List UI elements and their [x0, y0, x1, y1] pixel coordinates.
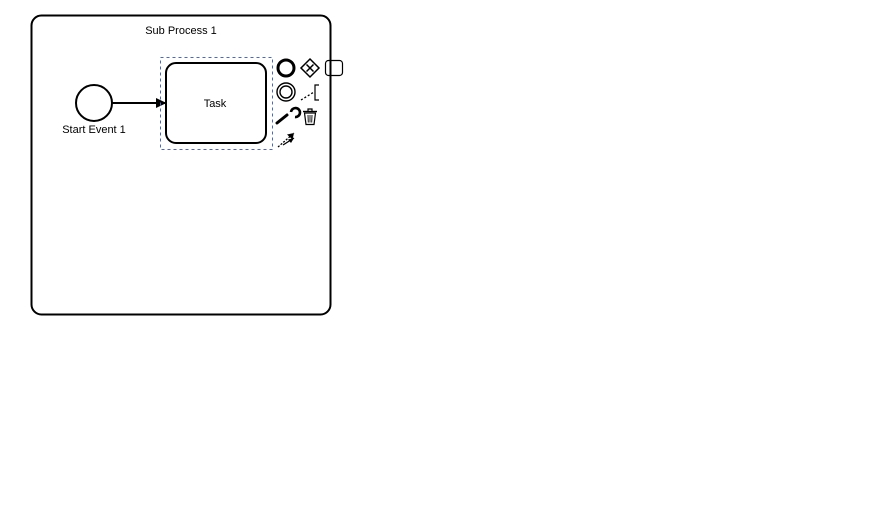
trash-icon: [303, 108, 317, 126]
task-shape[interactable]: [165, 62, 267, 144]
append-end-event-button[interactable]: [276, 58, 296, 78]
wrench-icon: [275, 106, 302, 125]
intermediate-event-icon: [276, 82, 296, 102]
start-event[interactable]: Start Event 1: [62, 84, 126, 136]
text-annotation-icon: [300, 84, 319, 101]
task-icon: [324, 59, 344, 77]
connect-icon: [277, 132, 295, 148]
connect-button[interactable]: [276, 130, 296, 150]
start-event-label: Start Event 1: [62, 124, 126, 136]
task[interactable]: Task: [165, 62, 267, 144]
end-event-icon: [276, 58, 296, 78]
append-intermediate-event-button[interactable]: [276, 82, 296, 102]
task-selection-outline: [160, 57, 273, 150]
append-text-annotation-button[interactable]: [300, 82, 320, 102]
gateway-icon: [299, 57, 321, 79]
append-task-button[interactable]: [323, 58, 345, 78]
subprocess-label: Sub Process 1: [145, 25, 217, 37]
append-gateway-button[interactable]: [299, 57, 321, 79]
task-label: Task: [204, 98, 227, 110]
context-pad: [275, 57, 345, 150]
start-event-shape[interactable]: [75, 84, 113, 122]
delete-button[interactable]: [300, 106, 320, 126]
replace-button[interactable]: [275, 106, 302, 126]
